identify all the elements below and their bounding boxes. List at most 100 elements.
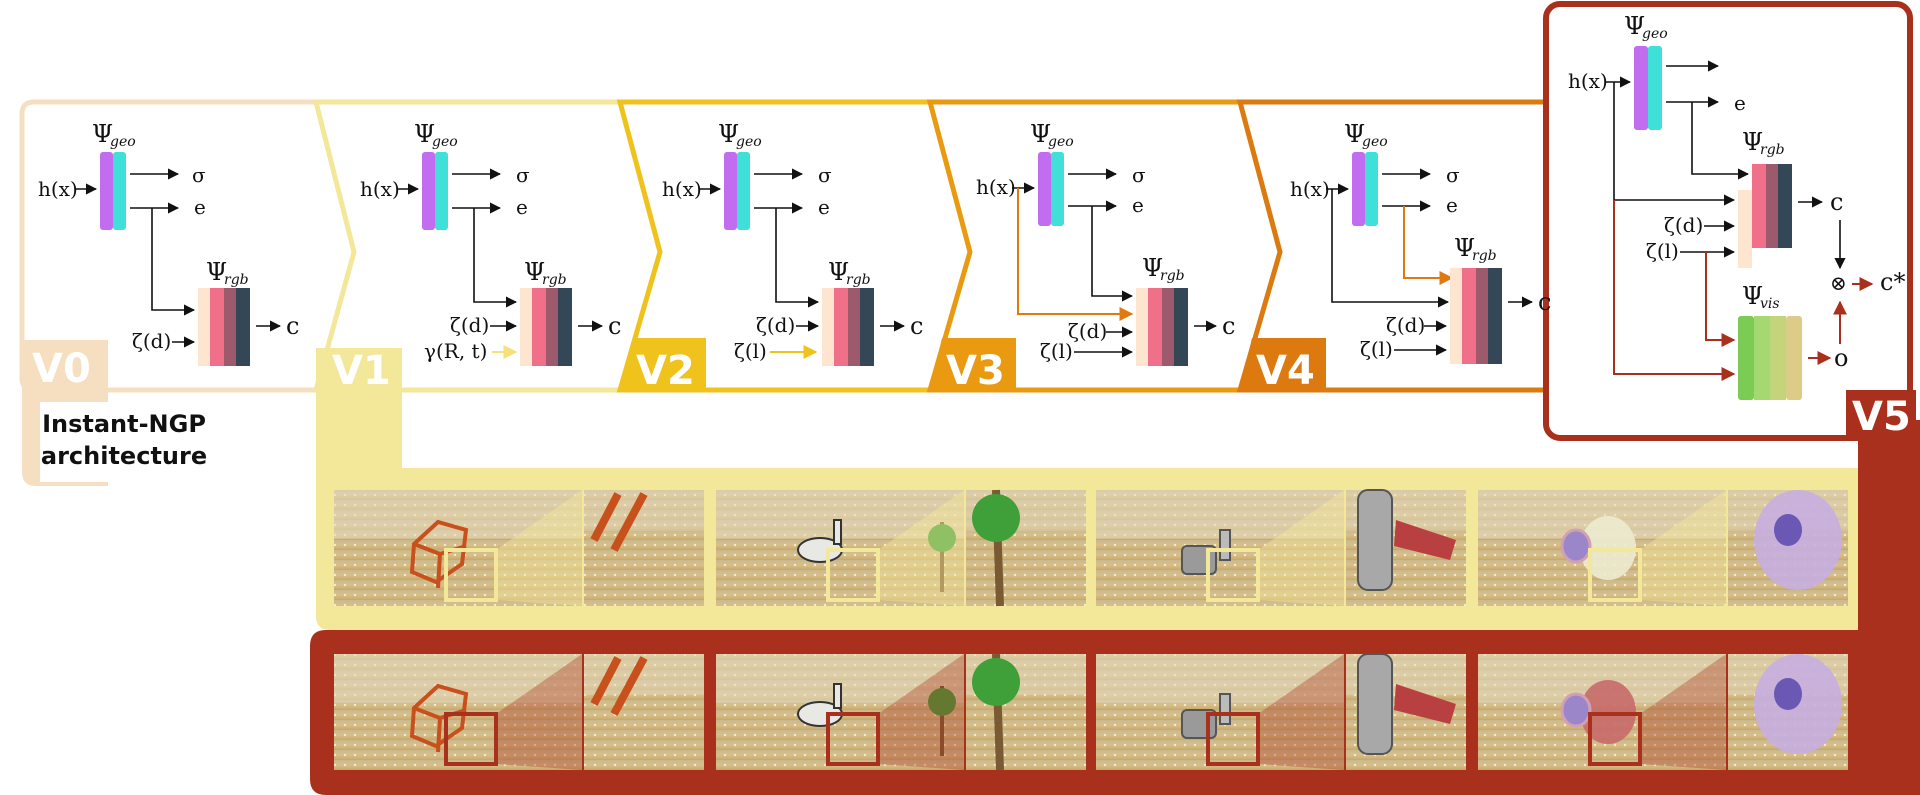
svg-text:e: e [1446, 193, 1458, 217]
svg-text:Ψ: Ψ [206, 258, 227, 286]
scene-image-kettle [1096, 654, 1344, 770]
svg-text:geo: geo [1642, 26, 1668, 42]
caption-line1: Instant-NGP [42, 410, 206, 438]
svg-text:Ψ: Ψ [1742, 282, 1763, 310]
scene-zoom-kettle [1346, 653, 1466, 770]
svg-text:rgb: rgb [1160, 268, 1185, 284]
svg-text:ζ(d): ζ(d) [450, 313, 489, 337]
svg-text:e: e [516, 195, 528, 219]
svg-text:σ: σ [1132, 163, 1146, 187]
svg-text:e: e [1734, 91, 1746, 115]
stage-v3: V3 [926, 99, 1285, 394]
svg-text:geo: geo [110, 134, 136, 150]
svg-text:ζ(d): ζ(d) [132, 329, 171, 353]
scene-image-mask [1478, 490, 1726, 606]
svg-text:σ: σ [192, 163, 206, 187]
svg-text:h(x): h(x) [1290, 177, 1330, 201]
scene-zoom-cube [584, 490, 704, 606]
scene-image-zebra [716, 654, 964, 770]
svg-text:Ψ: Ψ [524, 258, 545, 286]
v1-image-row [334, 489, 1848, 607]
svg-text:Ψ: Ψ [1344, 120, 1365, 148]
stage-label-v1: V1 [332, 348, 391, 394]
svg-text:Ψ: Ψ [1142, 254, 1163, 282]
svg-text:Ψ: Ψ [1454, 234, 1475, 262]
svg-text:ζ(l): ζ(l) [1646, 239, 1679, 263]
svg-text:Ψ: Ψ [414, 120, 435, 148]
svg-text:ζ(d): ζ(d) [1068, 319, 1107, 343]
svg-text:vis: vis [1760, 296, 1780, 312]
svg-text:geo: geo [1362, 134, 1388, 150]
stage-label-v3: V3 [946, 348, 1005, 394]
svg-text:c: c [1830, 188, 1843, 216]
svg-text:ζ(d): ζ(d) [1664, 213, 1703, 237]
stage-v2: V2 [616, 99, 975, 394]
stage-label-v4: V4 [1256, 348, 1315, 394]
svg-text:rgb: rgb [1472, 248, 1497, 264]
svg-text:c: c [286, 312, 299, 340]
svg-text:e: e [818, 195, 830, 219]
svg-text:h(x): h(x) [360, 177, 400, 201]
scene-zoom-kettle [1346, 489, 1466, 606]
svg-text:rgb: rgb [846, 272, 871, 288]
scene-zoom-mask [1728, 490, 1848, 606]
svg-text:⊗: ⊗ [1830, 271, 1847, 295]
svg-text:σ: σ [516, 163, 530, 187]
svg-text:c: c [608, 312, 621, 340]
svg-text:σ: σ [818, 163, 832, 187]
scene-zoom-zebra [966, 653, 1086, 771]
svg-text:ζ(d): ζ(d) [756, 313, 795, 337]
stage-v1: V1 [312, 99, 667, 394]
svg-text:Ψ: Ψ [1030, 120, 1051, 148]
svg-text:rgb: rgb [1760, 142, 1785, 158]
svg-text:Ψ: Ψ [828, 258, 849, 286]
scene-zoom-mask [1728, 654, 1848, 770]
svg-text:Ψ: Ψ [1624, 12, 1645, 40]
svg-text:γ(R, t): γ(R, t) [424, 339, 487, 363]
v5-image-row [334, 653, 1848, 771]
svg-text:ζ(l): ζ(l) [1360, 337, 1393, 361]
scene-image-kettle [1096, 490, 1344, 606]
svg-text:rgb: rgb [224, 272, 249, 288]
svg-text:h(x): h(x) [662, 177, 702, 201]
svg-text:geo: geo [736, 134, 762, 150]
svg-text:Ψ: Ψ [1742, 128, 1763, 156]
svg-text:c: c [1222, 312, 1235, 340]
svg-text:e: e [194, 195, 206, 219]
stage-v0: V0 Instant-NGP architecture [19, 99, 361, 486]
stage-label-v0: V0 [32, 346, 91, 392]
stage-v4: V4 [1236, 99, 1599, 394]
scene-image-cube [334, 490, 582, 606]
svg-text:Ψ: Ψ [718, 120, 739, 148]
svg-text:geo: geo [432, 134, 458, 150]
scene-image-zebra [716, 490, 964, 606]
stage-label-v2: V2 [636, 348, 695, 394]
svg-text:geo: geo [1048, 134, 1074, 150]
stage-label-v5: V5 [1852, 394, 1911, 440]
scene-image-mask [1478, 654, 1726, 770]
psi-geo-v0: Ψ [92, 120, 113, 148]
scene-zoom-cube [584, 654, 704, 770]
svg-text:c: c [1538, 288, 1551, 316]
caption-line2: architecture [41, 442, 207, 470]
svg-text:ζ(l): ζ(l) [1040, 339, 1073, 363]
svg-text:h(x): h(x) [976, 175, 1016, 199]
svg-text:h(x): h(x) [38, 177, 78, 201]
svg-text:h(x): h(x) [1568, 69, 1608, 93]
svg-text:c*: c* [1880, 268, 1905, 296]
svg-text:e: e [1132, 193, 1144, 217]
svg-text:σ: σ [1446, 163, 1460, 187]
scene-image-cube [334, 654, 582, 770]
svg-text:o: o [1834, 344, 1848, 372]
scene-zoom-zebra [966, 489, 1086, 607]
svg-text:c: c [910, 312, 923, 340]
svg-text:ζ(l): ζ(l) [734, 339, 767, 363]
svg-text:ζ(d): ζ(d) [1386, 313, 1425, 337]
